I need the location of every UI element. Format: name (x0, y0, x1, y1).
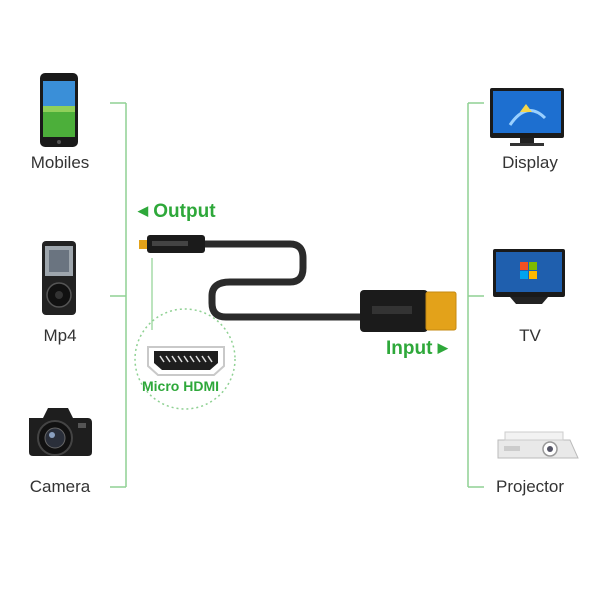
projector-icon (497, 431, 579, 459)
source-label-mp4: Mp4 (43, 326, 77, 345)
mp4-player-icon (42, 241, 76, 315)
right-bracket (467, 102, 484, 488)
monitor-icon (490, 88, 564, 146)
dslr-camera-icon (29, 408, 92, 456)
left-triangle-icon: ◀ (138, 203, 148, 218)
smartphone-icon (40, 73, 78, 147)
right-triangle-icon: ▶ (437, 340, 448, 355)
display-label-tv: TV (519, 326, 541, 345)
micro-hdmi-label: Micro HDMI (142, 378, 219, 394)
micro-hdmi-callout (134, 258, 236, 410)
hdmi-cable (139, 235, 457, 332)
output-label: Output (153, 201, 216, 222)
tv-icon (493, 249, 565, 304)
source-label-camera: Camera (29, 477, 91, 496)
output-arrow-label: ◀ Output (138, 201, 216, 223)
source-label-mobiles: Mobiles (30, 153, 90, 172)
display-label-display: Display (502, 153, 558, 172)
display-label-projector: Projector (495, 477, 565, 496)
input-label: Input (386, 338, 433, 359)
left-bracket (110, 102, 127, 488)
input-arrow-label: Input ▶ (386, 338, 448, 360)
